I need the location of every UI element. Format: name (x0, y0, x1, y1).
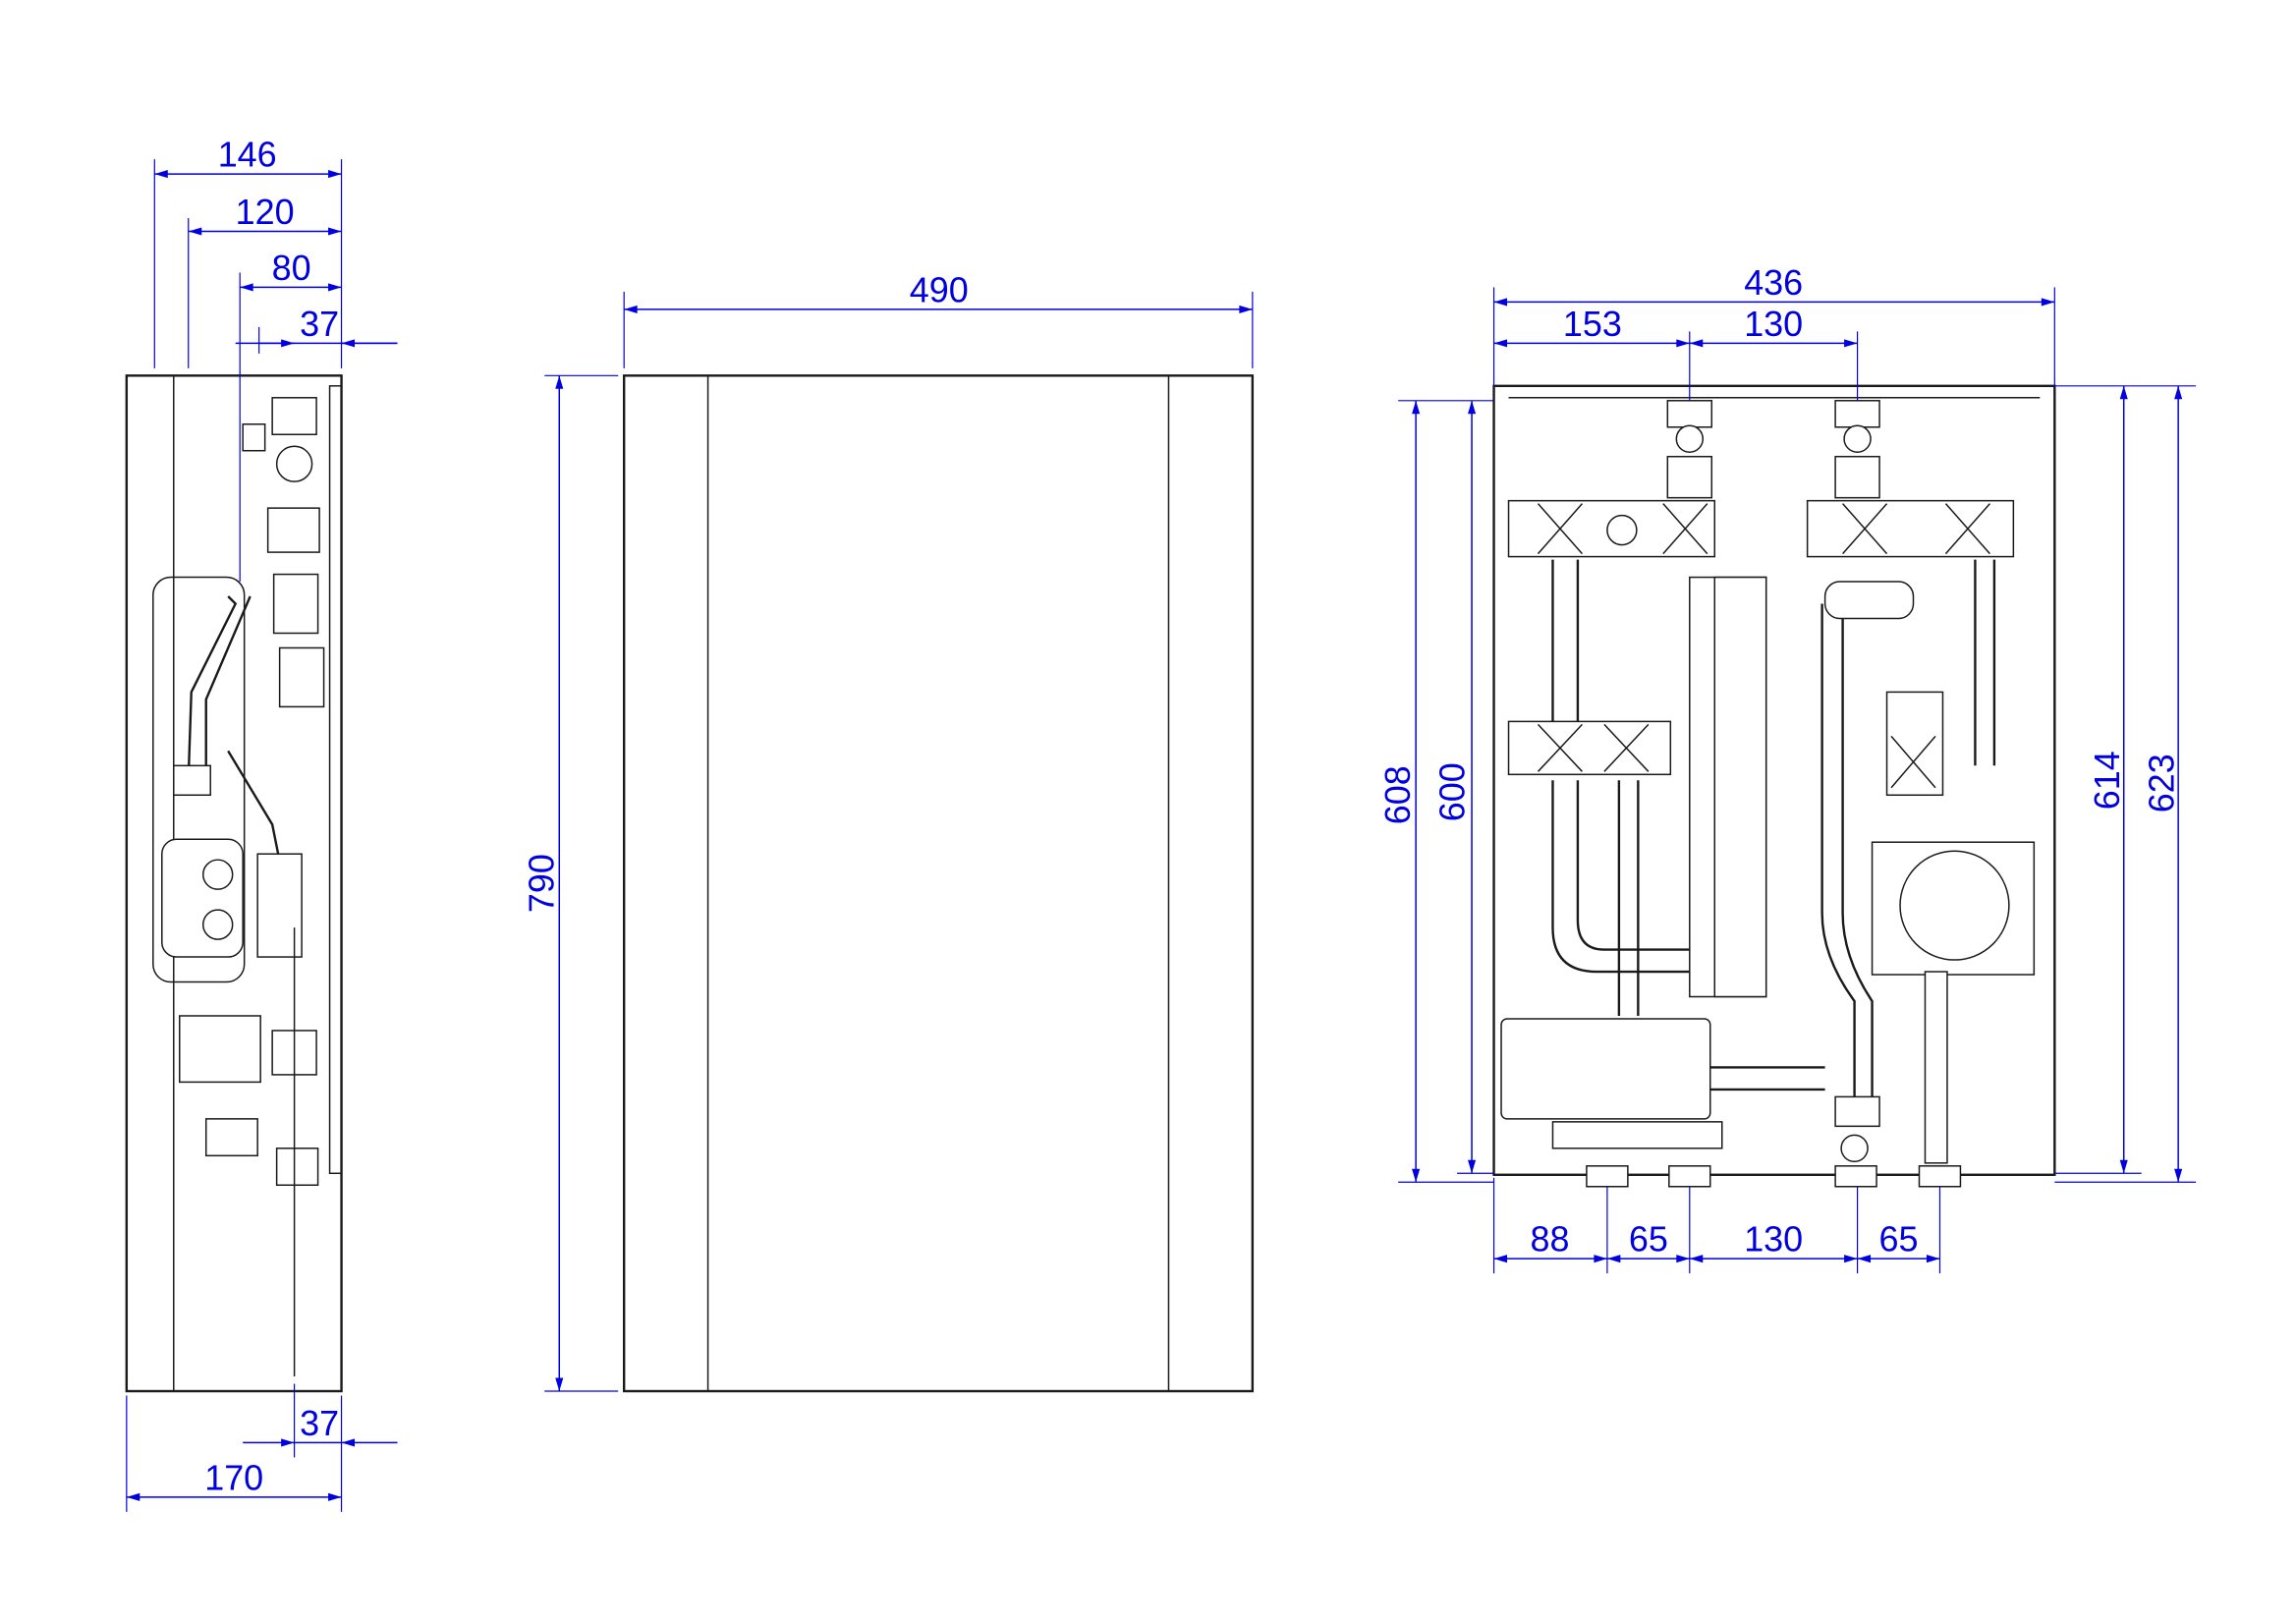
dim-146: 146 (218, 135, 277, 175)
dim-120: 120 (236, 192, 295, 232)
dim-130-top: 130 (1744, 304, 1803, 344)
dim-65-b: 65 (1879, 1219, 1919, 1260)
open-dimensions: 436 153 130 608 600 614 623 88 65 130 65 (1377, 262, 2197, 1274)
dim-88: 88 (1530, 1219, 1569, 1260)
front-view (622, 374, 1255, 1393)
dim-37-top: 37 (300, 304, 339, 344)
open-components (1500, 400, 2036, 1188)
dim-153: 153 (1563, 304, 1622, 344)
dim-37-bottom: 37 (300, 1403, 339, 1443)
dim-130-bottom: 130 (1744, 1219, 1803, 1260)
dim-436: 436 (1744, 262, 1803, 303)
side-dimensions: 146 120 80 37 37 170 (126, 135, 398, 1512)
dim-170: 170 (204, 1457, 263, 1497)
side-view (125, 374, 343, 1393)
dim-80: 80 (272, 248, 311, 288)
dim-600: 600 (1432, 762, 1473, 821)
dim-614: 614 (2087, 751, 2127, 810)
dim-490: 490 (910, 269, 969, 309)
side-components (161, 397, 325, 1377)
open-view (1492, 384, 2056, 1188)
front-dimensions: 490 790 (521, 269, 1254, 1392)
dim-790: 790 (521, 854, 561, 913)
dim-608: 608 (1377, 765, 1418, 824)
dim-623: 623 (2142, 754, 2182, 812)
dim-65-a: 65 (1629, 1219, 1668, 1260)
